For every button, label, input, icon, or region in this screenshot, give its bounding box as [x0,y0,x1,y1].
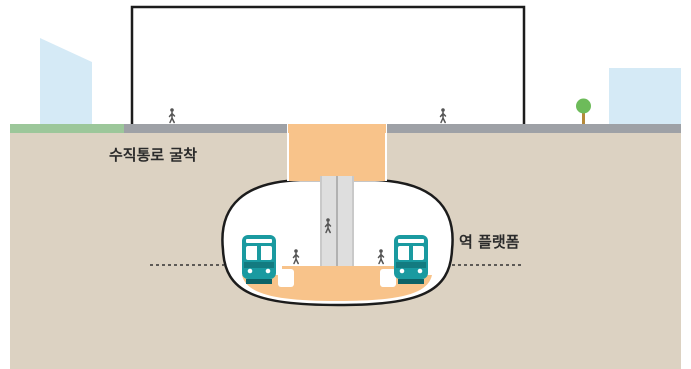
vertical-shaft [288,124,386,181]
tree-trunk [582,108,585,124]
train-front-icon [242,235,276,284]
platform-block-right [380,269,396,287]
train-front-icon [394,235,428,284]
tree-icon [576,98,591,114]
building-outline [130,5,526,124]
grass-strip [10,124,124,133]
background-building-left [40,38,92,124]
background-building-right [609,68,681,124]
label-shaft-excavation: 수직통로 굴착 [109,146,197,164]
platform-block-left [278,269,294,287]
label-station-platform: 역 플랫폼 [459,233,520,251]
road-surface [124,124,681,133]
